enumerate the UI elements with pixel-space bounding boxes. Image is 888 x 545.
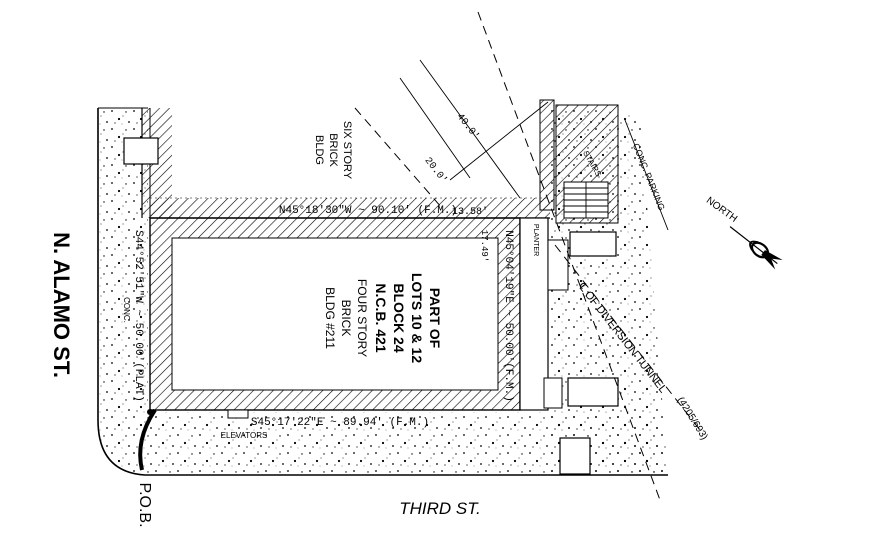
utility-box	[123, 137, 159, 165]
dim-forty: 40.0'	[454, 111, 482, 142]
bearing-east-line: N45°04'19"E ~ 50.00'(F.M.)	[502, 230, 514, 402]
adjacent-line-1: SIX STORY	[341, 121, 353, 180]
elevator-box	[227, 409, 249, 419]
east-structures	[227, 104, 619, 475]
adjacent-building: SIX STORY BRICK BLDG	[313, 121, 353, 180]
street-n-alamo: N. ALAMO ST.	[49, 232, 74, 378]
building-footprint	[149, 217, 521, 411]
note-tunnel-ref: (4205/693)	[675, 395, 710, 442]
lot-line-2: LOTS 10 & 12	[409, 273, 425, 363]
diagonal-lines	[354, 11, 701, 501]
stairs-steps	[564, 182, 608, 218]
planter-strip	[519, 99, 569, 411]
pob-label: P.O.B.	[136, 482, 153, 527]
curb-inlet	[559, 437, 591, 475]
lot-line-6: BRICK	[339, 300, 353, 337]
lot-line-3: BLOCK 24	[391, 283, 407, 352]
bearing-north-tie: 13.58'	[452, 206, 488, 218]
lot-line-5: FOUR STORY	[355, 279, 369, 357]
note-elevators: ELEVATORS	[221, 431, 268, 440]
lot-line-4: N.C.B. 421	[373, 283, 389, 352]
north-arrow-icon	[729, 226, 783, 270]
pob-arc	[138, 408, 157, 471]
adjacent-line-2: BRICK	[327, 133, 339, 167]
north-label: NORTH	[704, 195, 739, 225]
note-planter: PLANTER	[532, 224, 539, 256]
lot-line-7: BLDG #211	[323, 287, 337, 349]
lot-description: PART OF LOTS 10 & 12 BLOCK 24 N.C.B. 421…	[323, 273, 443, 363]
dim-twenty: 20.0'	[422, 155, 450, 186]
bearing-east-tie: 17.49'	[479, 230, 489, 262]
street-third: THIRD ST.	[399, 499, 481, 518]
bearing-north-line: N45°18'30"W ~ 90.10' (F.M.)	[279, 205, 457, 217]
bearing-south-line: S45°17'22"E ~ 89.94' (F.M.)	[251, 417, 429, 429]
lot-line-1: PART OF	[427, 288, 443, 349]
adjacent-line-3: BLDG	[313, 135, 325, 165]
note-conc: CONC.	[122, 297, 131, 323]
bearing-west-line: S44°52'51"W ~ 50.00'(PLAT)	[132, 230, 144, 402]
